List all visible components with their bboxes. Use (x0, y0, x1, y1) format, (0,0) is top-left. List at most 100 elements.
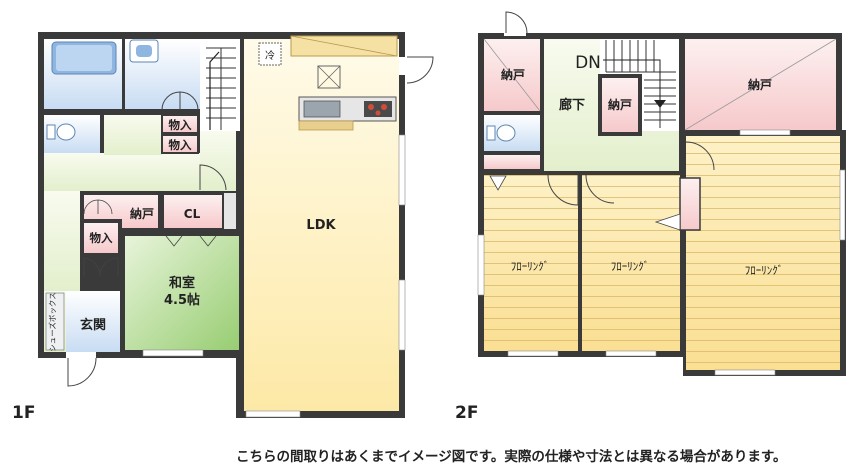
range-hood (317, 65, 341, 89)
door-swing (83, 199, 99, 215)
fridge (258, 42, 282, 66)
storage-1 (161, 114, 199, 134)
wall (100, 115, 104, 153)
door-swing (179, 91, 199, 111)
shoe-box-label: シューズボックス (47, 292, 57, 351)
flooring-planks (582, 175, 680, 351)
hood-line (317, 65, 341, 89)
closet (164, 195, 222, 228)
storage-3 (84, 223, 118, 253)
stairs-down-label: DN (575, 53, 601, 73)
genkan-label: 玄関 (80, 317, 106, 333)
wall (122, 39, 125, 109)
sink (303, 100, 341, 118)
toilet (496, 124, 516, 142)
closet-label: CL (184, 207, 201, 221)
closet-2f (679, 177, 701, 231)
flooring-1-label: ﾌﾛｰﾘﾝｸﾞ (511, 260, 550, 273)
washitsu-room (125, 236, 239, 350)
toilet-tank (46, 124, 56, 140)
nando-diagonal (684, 38, 837, 131)
door-swing (161, 91, 181, 111)
toilet-tank (486, 125, 496, 141)
hallway-label: 廊下 (559, 97, 585, 113)
fusuma (165, 235, 217, 247)
storage-3-label: 物入 (90, 231, 113, 245)
toilet (56, 123, 76, 141)
floor-1-label: 1F (12, 403, 35, 423)
entry-door-swing (67, 357, 97, 387)
wall (578, 171, 582, 353)
hall (44, 191, 80, 291)
flooring-planks (484, 175, 578, 351)
door-opening (66, 352, 96, 358)
nando-right-label: 納戸 (748, 77, 772, 92)
washitsu-label: 和室 (169, 275, 195, 291)
wall (679, 39, 685, 136)
wash-basin-bowl (136, 45, 152, 57)
flooring-planks (686, 136, 840, 370)
burner (381, 104, 387, 110)
door-swing (547, 174, 579, 206)
door-opening (504, 22, 526, 36)
storage-2-label: 物入 (169, 138, 192, 152)
window (605, 350, 657, 357)
disclaimer-note: こちらの間取りはあくまでイメージ図です。実際の仕様や寸法とは異なる場合があります… (236, 449, 787, 465)
fridge-label: 冷 (265, 49, 275, 62)
nando-label: 納戸 (130, 206, 154, 221)
flooring-3-label: ﾌﾛｰﾘﾝｸﾞ (745, 264, 784, 277)
balcony-door-swing (505, 11, 528, 34)
window (477, 234, 485, 296)
nando-center-label: 納戸 (608, 97, 632, 112)
nando-center-room (602, 78, 638, 132)
ldk-label: LDK (306, 218, 336, 233)
door-opening (399, 57, 407, 75)
nando-diagonal (483, 38, 541, 112)
floor-2-label: 2F (455, 403, 478, 423)
entry-door-swing (406, 56, 434, 84)
window (398, 134, 406, 206)
hall (200, 131, 236, 191)
stairs-arrow-head (654, 100, 666, 108)
wall (540, 111, 544, 171)
window (245, 410, 301, 418)
window (507, 350, 559, 357)
storage-2 (161, 134, 199, 154)
window (714, 369, 776, 376)
window (398, 279, 406, 351)
closet-door (654, 213, 681, 231)
wall (484, 171, 680, 175)
door-swing (585, 174, 615, 204)
door-swing (685, 141, 715, 171)
shoe-box (45, 292, 65, 351)
storage-2f (484, 155, 540, 169)
window (739, 129, 791, 136)
washitsu-size: 4.5帖 (164, 292, 200, 308)
burner (375, 110, 381, 116)
burner (368, 104, 374, 110)
door-swing (97, 199, 113, 215)
window (839, 169, 846, 241)
genkan (66, 291, 120, 352)
stairs-arrow-path (603, 59, 661, 100)
pillar (224, 193, 236, 229)
counter-bar (298, 120, 354, 131)
floor-2: 納戸 廊下 (455, 11, 846, 423)
storage-1-label: 物入 (169, 118, 192, 132)
closet-door (489, 175, 507, 191)
flooring-2-label: ﾌﾛｰﾘﾝｸﾞ (611, 260, 650, 273)
hall (104, 115, 162, 155)
floor-1: 冷 LDK (12, 32, 434, 423)
stairs-arrow (209, 51, 220, 130)
cabinet-diagonal (290, 35, 398, 57)
window (142, 349, 204, 357)
door-swing (199, 164, 227, 191)
door-swing (83, 257, 101, 277)
nando-left-label: 納戸 (501, 67, 525, 82)
stairs (200, 39, 240, 131)
wall (680, 171, 686, 353)
door-swing (99, 257, 119, 277)
stair-treads (206, 47, 236, 130)
bathtub-inner (56, 45, 112, 71)
